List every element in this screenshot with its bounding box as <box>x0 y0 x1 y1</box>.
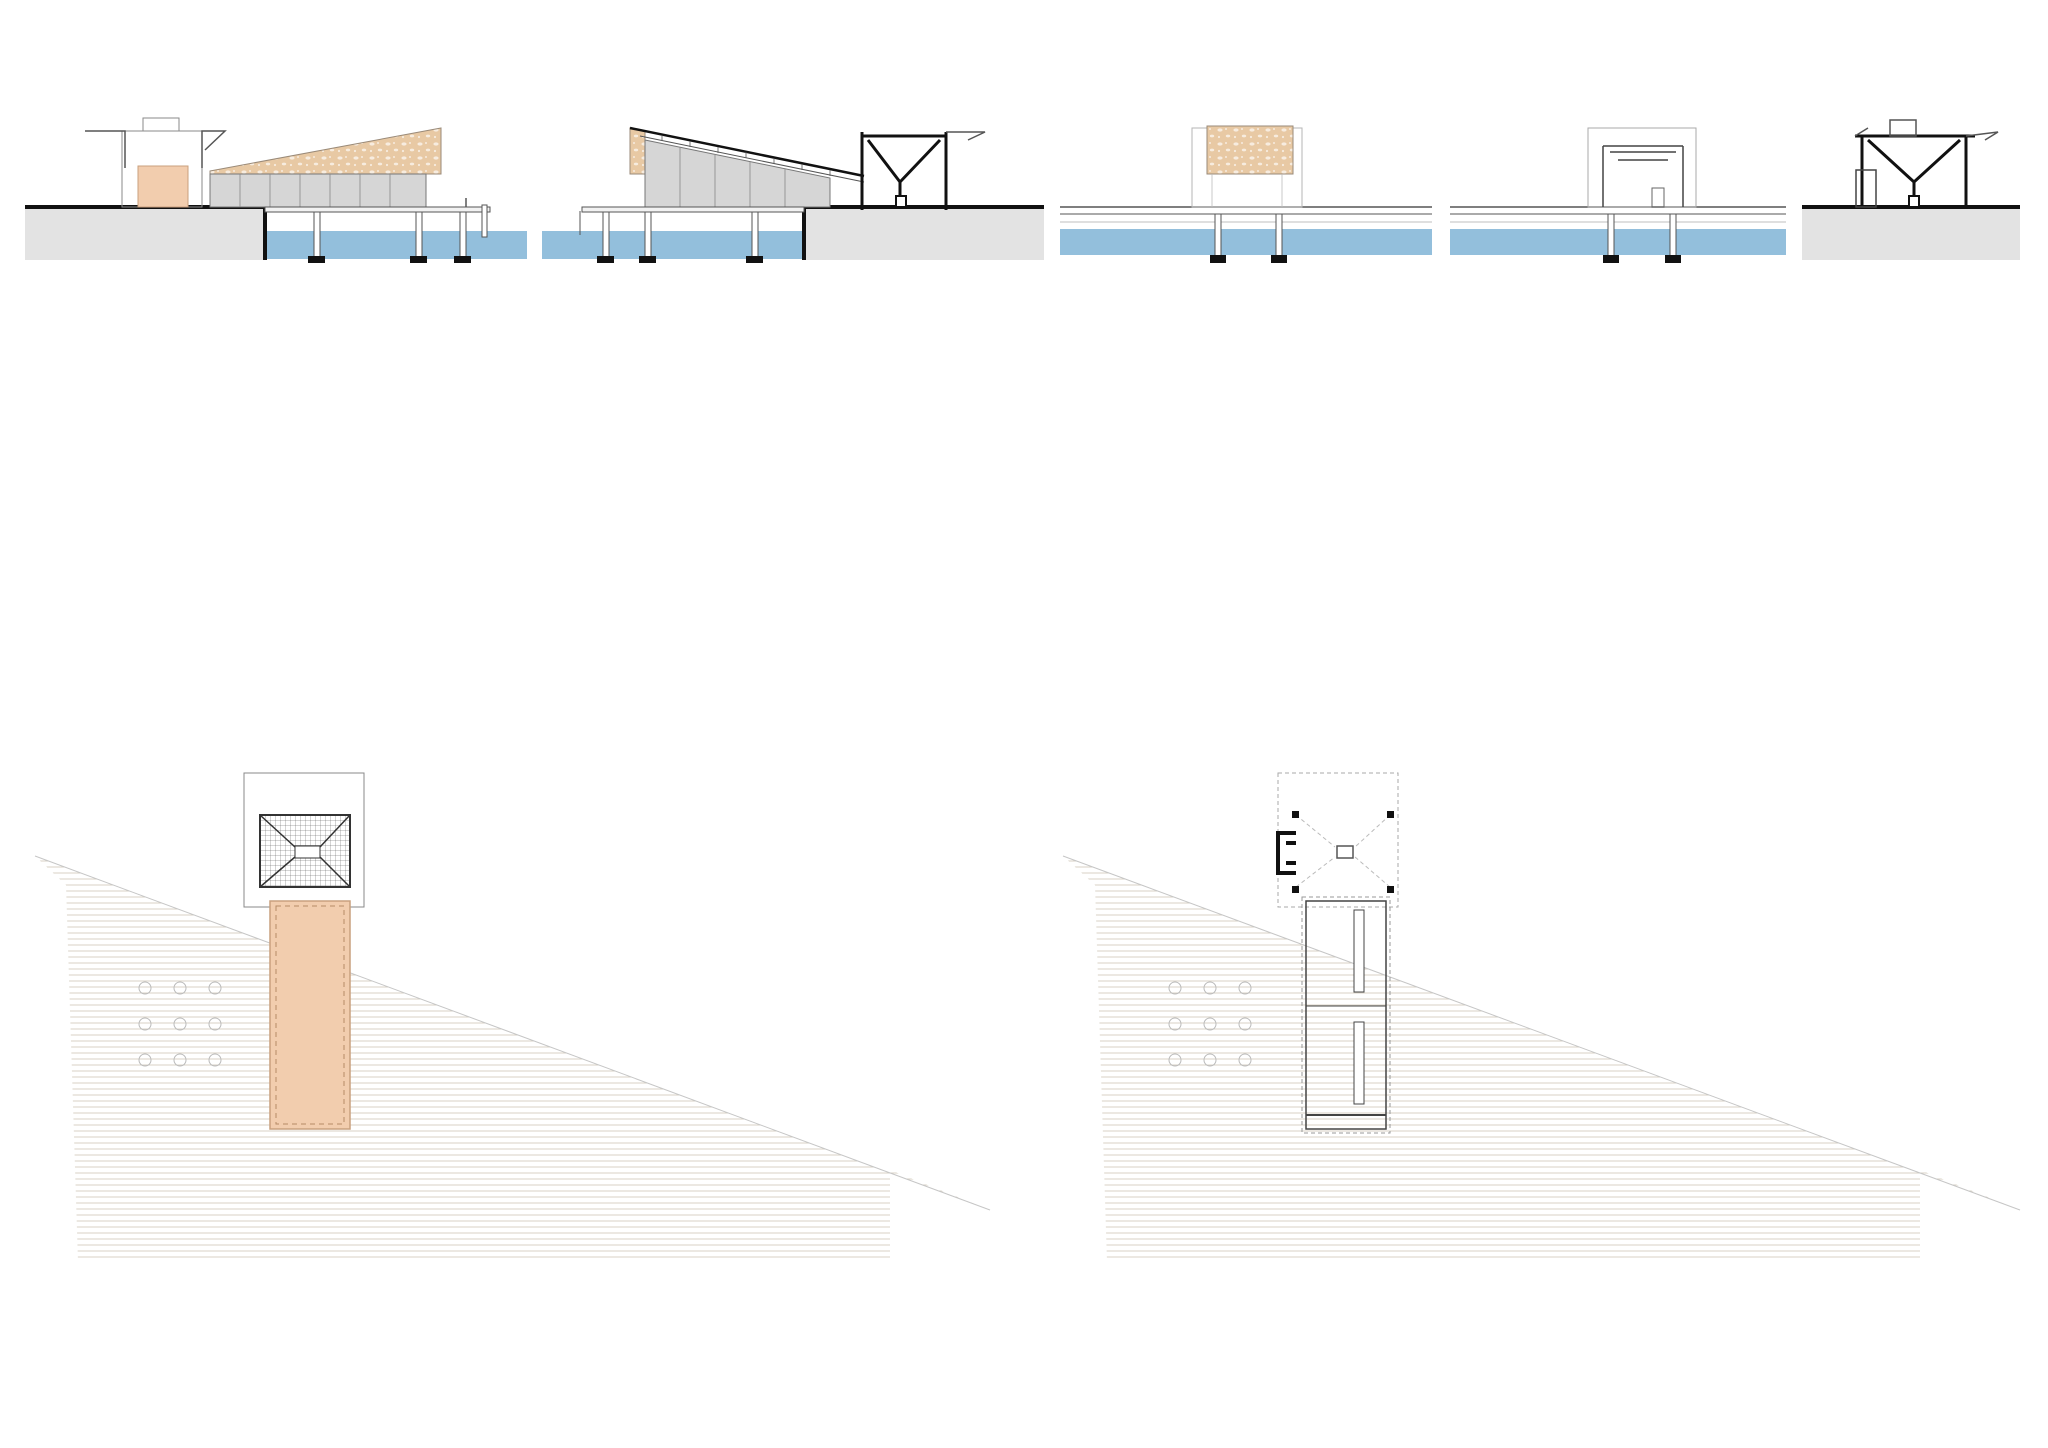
section-long-a <box>25 117 527 263</box>
pavilion-roof <box>85 130 227 168</box>
water-band <box>1060 229 1432 255</box>
rafters <box>661 135 831 176</box>
section-cross-c <box>1802 119 2020 260</box>
section-long-b <box>542 126 1044 263</box>
interior-frame <box>1602 145 1684 207</box>
ground-mass <box>25 207 265 260</box>
piles <box>1210 213 1287 263</box>
roof-soffit <box>639 135 865 183</box>
funnel-outlet <box>1908 195 1920 208</box>
roof-plan <box>34 772 991 1262</box>
wc-box <box>1855 169 1877 208</box>
site-edge-line <box>34 855 991 1211</box>
piles <box>597 211 763 263</box>
cork-end-wall <box>629 127 646 175</box>
walkway-plan <box>1305 900 1387 1130</box>
cork-panel <box>1206 125 1294 175</box>
wc-walls <box>1276 831 1296 875</box>
water-band <box>542 231 804 259</box>
piles <box>1603 213 1681 263</box>
timber-door-panel <box>137 165 189 208</box>
roof-light-box <box>142 117 180 132</box>
elevation-cross-b <box>1450 127 1786 263</box>
ground-mass <box>1802 207 2020 260</box>
roof-skylight <box>294 845 321 859</box>
table-grid <box>1168 981 1252 1067</box>
deck-slab <box>264 206 491 213</box>
ground-mass <box>804 207 1044 260</box>
funnel-structure <box>860 132 948 210</box>
interior-door <box>1651 187 1665 208</box>
water-band <box>265 231 527 259</box>
elevation-cross-a <box>1060 125 1432 263</box>
deck-area <box>1063 856 2020 1262</box>
bench-a <box>1353 909 1365 993</box>
roof-light-box <box>1889 119 1917 137</box>
site-edge-line <box>1062 855 2021 1211</box>
piles <box>308 204 488 263</box>
cork-roof <box>209 127 442 175</box>
drain-square <box>1336 845 1354 859</box>
deck-slab <box>581 206 805 213</box>
deck-area <box>35 856 990 1262</box>
table-grid <box>138 981 222 1067</box>
funnel-plan-lines <box>1295 814 1391 888</box>
glazing-wall <box>209 173 427 208</box>
canopy-arms <box>1854 127 1999 141</box>
pavilion-outline <box>1587 127 1697 208</box>
timber-walkway <box>269 900 351 1130</box>
glazing-wall <box>644 139 831 208</box>
bench-b <box>1353 1021 1365 1105</box>
water-band <box>1450 229 1786 255</box>
pavilion-footprint <box>1277 772 1399 908</box>
columns <box>1292 811 1394 893</box>
floor-plan <box>1062 772 2021 1262</box>
funnel-outlet <box>895 195 907 208</box>
roof-ridges <box>259 814 351 888</box>
roof-line <box>629 126 865 178</box>
funnel-canopy <box>946 131 986 141</box>
